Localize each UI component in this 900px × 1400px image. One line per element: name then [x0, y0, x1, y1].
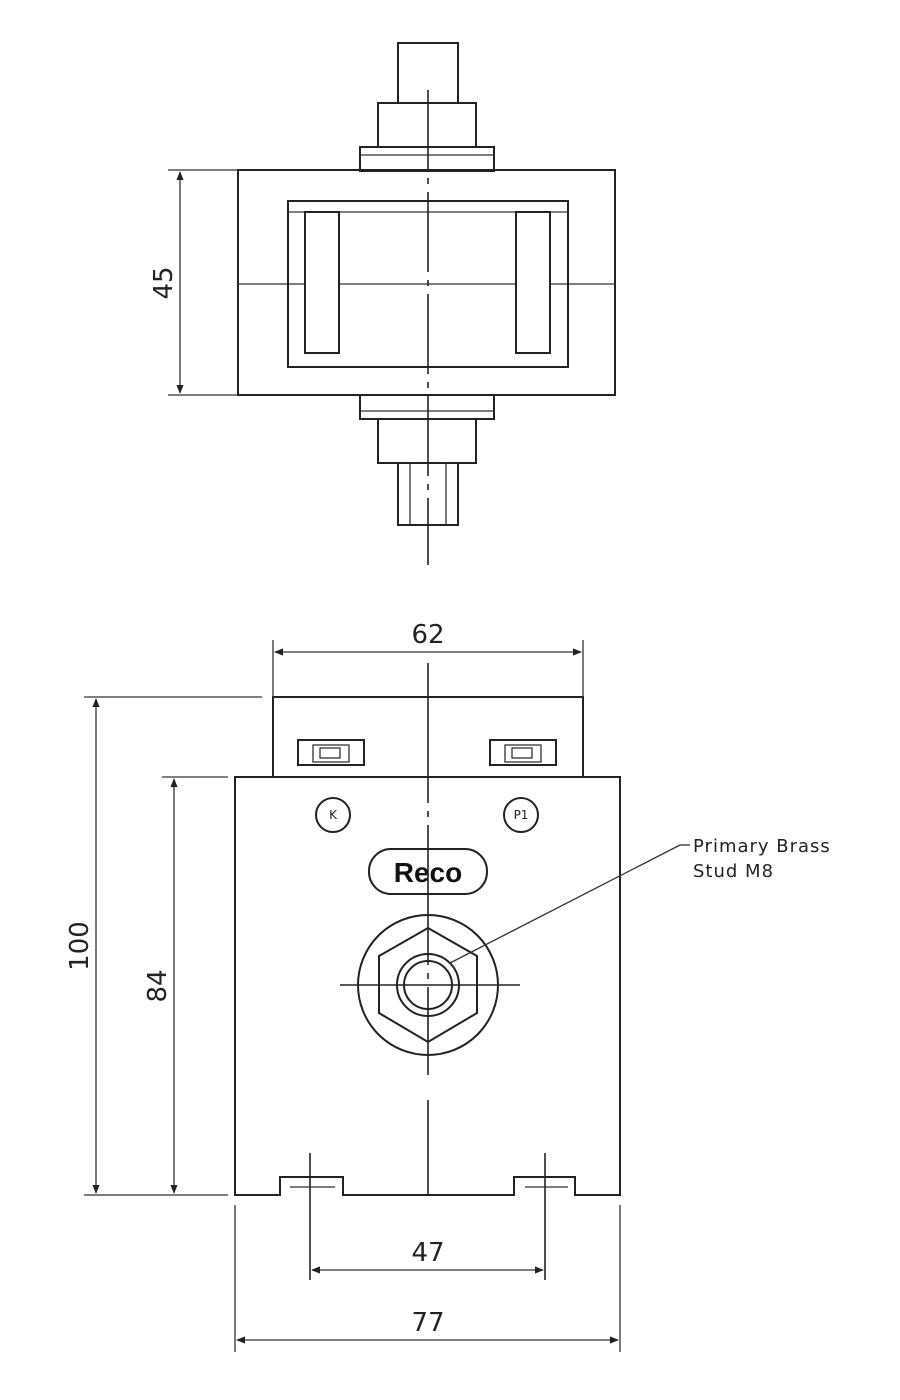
dim-100-label: 100 [65, 921, 95, 971]
terminal-marker-p1 [503, 797, 539, 833]
dim-62-label: 62 [411, 620, 444, 650]
top-view: 45 [149, 42, 616, 565]
top-right-slot [515, 211, 551, 354]
callout-line2: Stud M8 [693, 861, 774, 882]
dim-47-label: 47 [411, 1238, 444, 1268]
dim-77-label: 77 [411, 1308, 444, 1338]
dim-84-label: 84 [143, 969, 173, 1002]
top-upper-nut [377, 102, 477, 148]
top-lower-washer [359, 394, 495, 420]
top-lower-nut [377, 418, 477, 464]
terminal-marker-k [315, 797, 351, 833]
terminal-screw-left [297, 739, 365, 766]
terminal-screw-right [489, 739, 557, 766]
callout-leader [449, 844, 681, 964]
callout-line1: Primary Brass [693, 836, 831, 857]
dim-45-label: 45 [149, 266, 179, 299]
top-upper-washer [359, 146, 495, 172]
terminal-label-k: K [329, 808, 338, 822]
ct-body [234, 776, 621, 1196]
top-body-outer [237, 169, 616, 396]
front-view: K P1 Reco Primary Brass Stud M8 62 [65, 620, 831, 1352]
top-left-slot [304, 211, 340, 354]
terminal-label-p1: P1 [514, 808, 529, 822]
